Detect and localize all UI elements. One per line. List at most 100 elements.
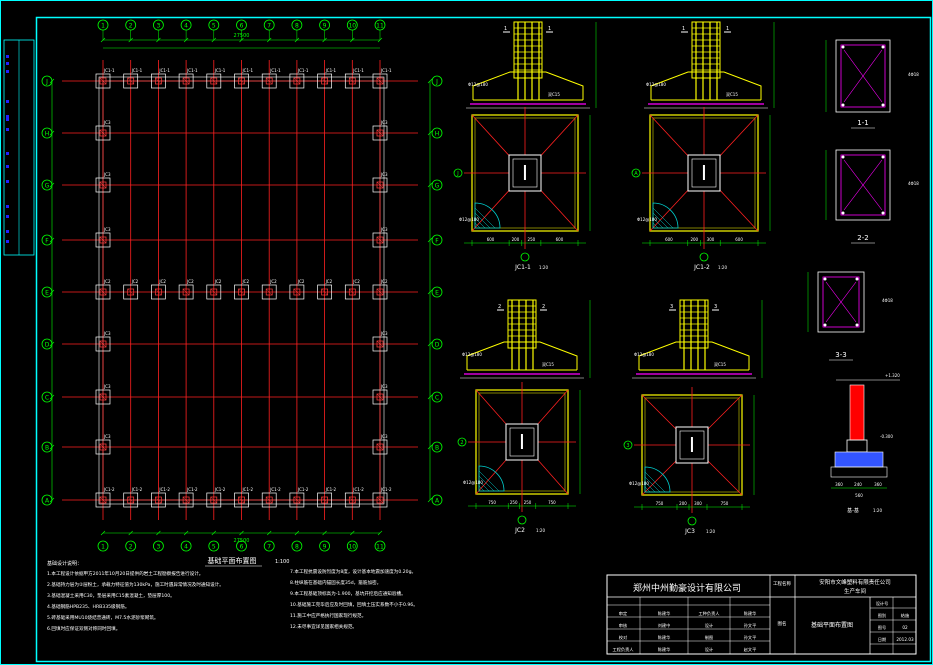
axis-bubble-left[interactable]	[41, 286, 53, 298]
footing-outline[interactable]	[206, 284, 222, 300]
footing-outline[interactable]	[178, 492, 194, 508]
footing-outline[interactable]	[95, 284, 111, 300]
tb-right-label: 图别	[878, 612, 886, 619]
jc2-axis-bubble[interactable]	[517, 515, 527, 525]
footing-outline[interactable]	[372, 284, 388, 300]
footing-outline[interactable]	[372, 336, 388, 352]
footing-outline[interactable]	[95, 232, 111, 248]
drawing-border	[35, 16, 932, 663]
footing-tag: JC1-2	[380, 487, 392, 492]
footing-outline[interactable]	[95, 492, 111, 508]
footing-outline[interactable]	[151, 492, 166, 508]
footing-outline[interactable]	[372, 439, 388, 455]
section-mark-label: 3	[714, 304, 717, 310]
footing-outline[interactable]	[372, 232, 388, 248]
footing-outline[interactable]	[344, 73, 360, 89]
axis-bubble-right[interactable]	[431, 234, 443, 246]
footing-outline[interactable]	[95, 177, 111, 193]
axis-label-left: D	[45, 342, 50, 349]
axis-bubble-bottom[interactable]	[180, 540, 192, 552]
footing-outline[interactable]	[317, 492, 332, 508]
wall-dim: 360	[835, 482, 843, 487]
footing-outline[interactable]	[234, 492, 249, 508]
jc1-2-column-inner	[691, 158, 717, 188]
axis-bubble-bottom[interactable]	[208, 540, 220, 552]
footing-outline[interactable]	[95, 336, 111, 352]
axis-bubble-left[interactable]	[41, 494, 53, 506]
footing-outline[interactable]	[123, 73, 139, 89]
jc1-1-axis-bubble[interactable]	[520, 252, 530, 262]
footing-outline[interactable]	[289, 73, 305, 89]
column-outline	[321, 496, 328, 504]
axis-bubble-bottom[interactable]	[374, 540, 386, 552]
footing-outline[interactable]	[234, 284, 249, 300]
jc1-1-side-bubble[interactable]	[453, 168, 463, 178]
footing-outline[interactable]	[261, 284, 277, 300]
axis-bubble-right[interactable]	[431, 494, 443, 506]
footing-outline[interactable]	[151, 73, 166, 89]
footing-outline[interactable]	[372, 492, 388, 508]
axis-bubble-right[interactable]	[431, 441, 443, 453]
axis-bubble-right[interactable]	[431, 179, 443, 191]
axis-bubble-bottom[interactable]	[291, 540, 303, 552]
jc3-side-bubble[interactable]	[623, 440, 633, 450]
footing-outline[interactable]	[289, 284, 305, 300]
axis-bubble-right[interactable]	[431, 127, 443, 139]
section-label: 3-3	[835, 351, 846, 359]
jc2-side-bubble[interactable]	[457, 437, 467, 447]
hatch-line	[652, 222, 659, 229]
axis-bubble-left[interactable]	[41, 75, 53, 87]
footing-outline[interactable]	[123, 492, 139, 508]
footing-outline[interactable]	[372, 73, 388, 89]
footing-outline[interactable]	[317, 73, 332, 89]
axis-bubble-bottom[interactable]	[346, 540, 358, 552]
footing-outline[interactable]	[289, 492, 305, 508]
axis-bubble-right[interactable]	[431, 286, 443, 298]
footing-outline[interactable]	[95, 125, 111, 141]
jc1-2-axis-bubble[interactable]	[699, 252, 709, 262]
footing-tag: JC3	[103, 120, 111, 125]
footing-outline[interactable]	[372, 389, 388, 405]
axis-bubble-left[interactable]	[41, 391, 53, 403]
axis-bubble-bottom[interactable]	[263, 540, 275, 552]
jc3-axis-bubble[interactable]	[687, 516, 697, 526]
jc1-2-side-bubble[interactable]	[631, 168, 641, 178]
footing-outline[interactable]	[95, 439, 111, 455]
footing-outline[interactable]	[344, 284, 360, 300]
axis-bubble-left[interactable]	[41, 127, 53, 139]
sidebar-mark	[6, 100, 9, 103]
footing-outline[interactable]	[206, 492, 222, 508]
footing-outline[interactable]	[261, 73, 277, 89]
footing-outline[interactable]	[344, 492, 360, 508]
footing-outline[interactable]	[178, 73, 194, 89]
axis-bubble-right[interactable]	[431, 338, 443, 350]
footing-outline[interactable]	[234, 73, 249, 89]
column-cross	[210, 288, 217, 296]
axis-bubble-left[interactable]	[41, 441, 53, 453]
footing-outline[interactable]	[317, 284, 332, 300]
footing-outline[interactable]	[372, 177, 388, 193]
footing-outline[interactable]	[95, 389, 111, 405]
footing-outline[interactable]	[206, 73, 222, 89]
axis-bubble-bottom[interactable]	[125, 540, 137, 552]
footing-outline[interactable]	[372, 125, 388, 141]
footing-outline[interactable]	[261, 492, 277, 508]
axis-bubble-bottom[interactable]	[97, 540, 109, 552]
column-cross	[349, 77, 356, 85]
axis-label-bottom: 3	[156, 544, 160, 551]
footing-outline[interactable]	[178, 284, 194, 300]
axis-bubble-left[interactable]	[41, 179, 53, 191]
axis-bubble-bottom[interactable]	[236, 540, 247, 552]
axis-bubble-bottom[interactable]	[152, 540, 164, 552]
footing-outline[interactable]	[151, 284, 166, 300]
axis-bubble-right[interactable]	[431, 75, 443, 87]
axis-bubble-left[interactable]	[41, 338, 53, 350]
axis-bubble-left[interactable]	[41, 234, 53, 246]
axis-bubble-right[interactable]	[431, 391, 443, 403]
footing-outline[interactable]	[95, 73, 111, 89]
axis-bubble-bottom[interactable]	[319, 540, 331, 552]
footing-outline[interactable]	[123, 284, 139, 300]
